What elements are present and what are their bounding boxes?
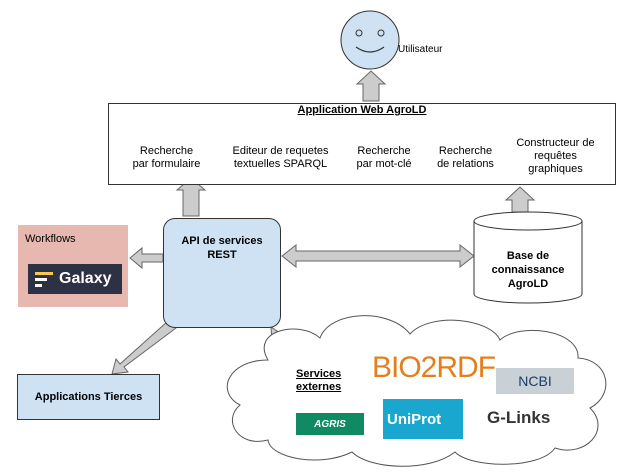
ncbi-label: NCBI — [518, 373, 552, 389]
smiley-face-icon — [340, 10, 400, 70]
app-web-container — [108, 103, 616, 185]
agris-logo: AGRIS — [296, 413, 364, 435]
galaxy-label: Galaxy — [59, 270, 112, 287]
applications-tierces-label: Applications Tierces — [34, 391, 143, 403]
uniprot-label: UniProt — [387, 410, 442, 428]
knowledge-base-label: Base de connaissance AgroLD — [491, 250, 565, 290]
arrow-kb-to-app — [504, 186, 536, 213]
arrow-api-to-workflows — [129, 246, 164, 270]
api-rest-box — [163, 218, 281, 328]
glinks-logo: G-Links — [487, 408, 551, 427]
applications-tierces-box: Applications Tierces — [17, 374, 160, 420]
app-web-title: Application Web AgroLD — [297, 104, 427, 116]
ncbi-logo: NCBI — [496, 368, 574, 394]
arrow-app-to-user — [355, 70, 387, 102]
galaxy-logo[interactable]: Galaxy — [28, 264, 122, 294]
uniprot-logo: UniProt — [383, 399, 463, 439]
bio2rdf-logo: BIO2RDF — [372, 351, 496, 384]
arrow-api-kb — [281, 243, 475, 269]
knowledge-base-cylinder — [473, 211, 583, 304]
galaxy-icon — [35, 272, 53, 287]
agris-label: AGRIS — [314, 418, 346, 430]
arrow-api-to-apps — [111, 320, 177, 375]
user-label: Utilisateur — [398, 44, 443, 55]
workflows-label: Workflows — [25, 233, 76, 245]
